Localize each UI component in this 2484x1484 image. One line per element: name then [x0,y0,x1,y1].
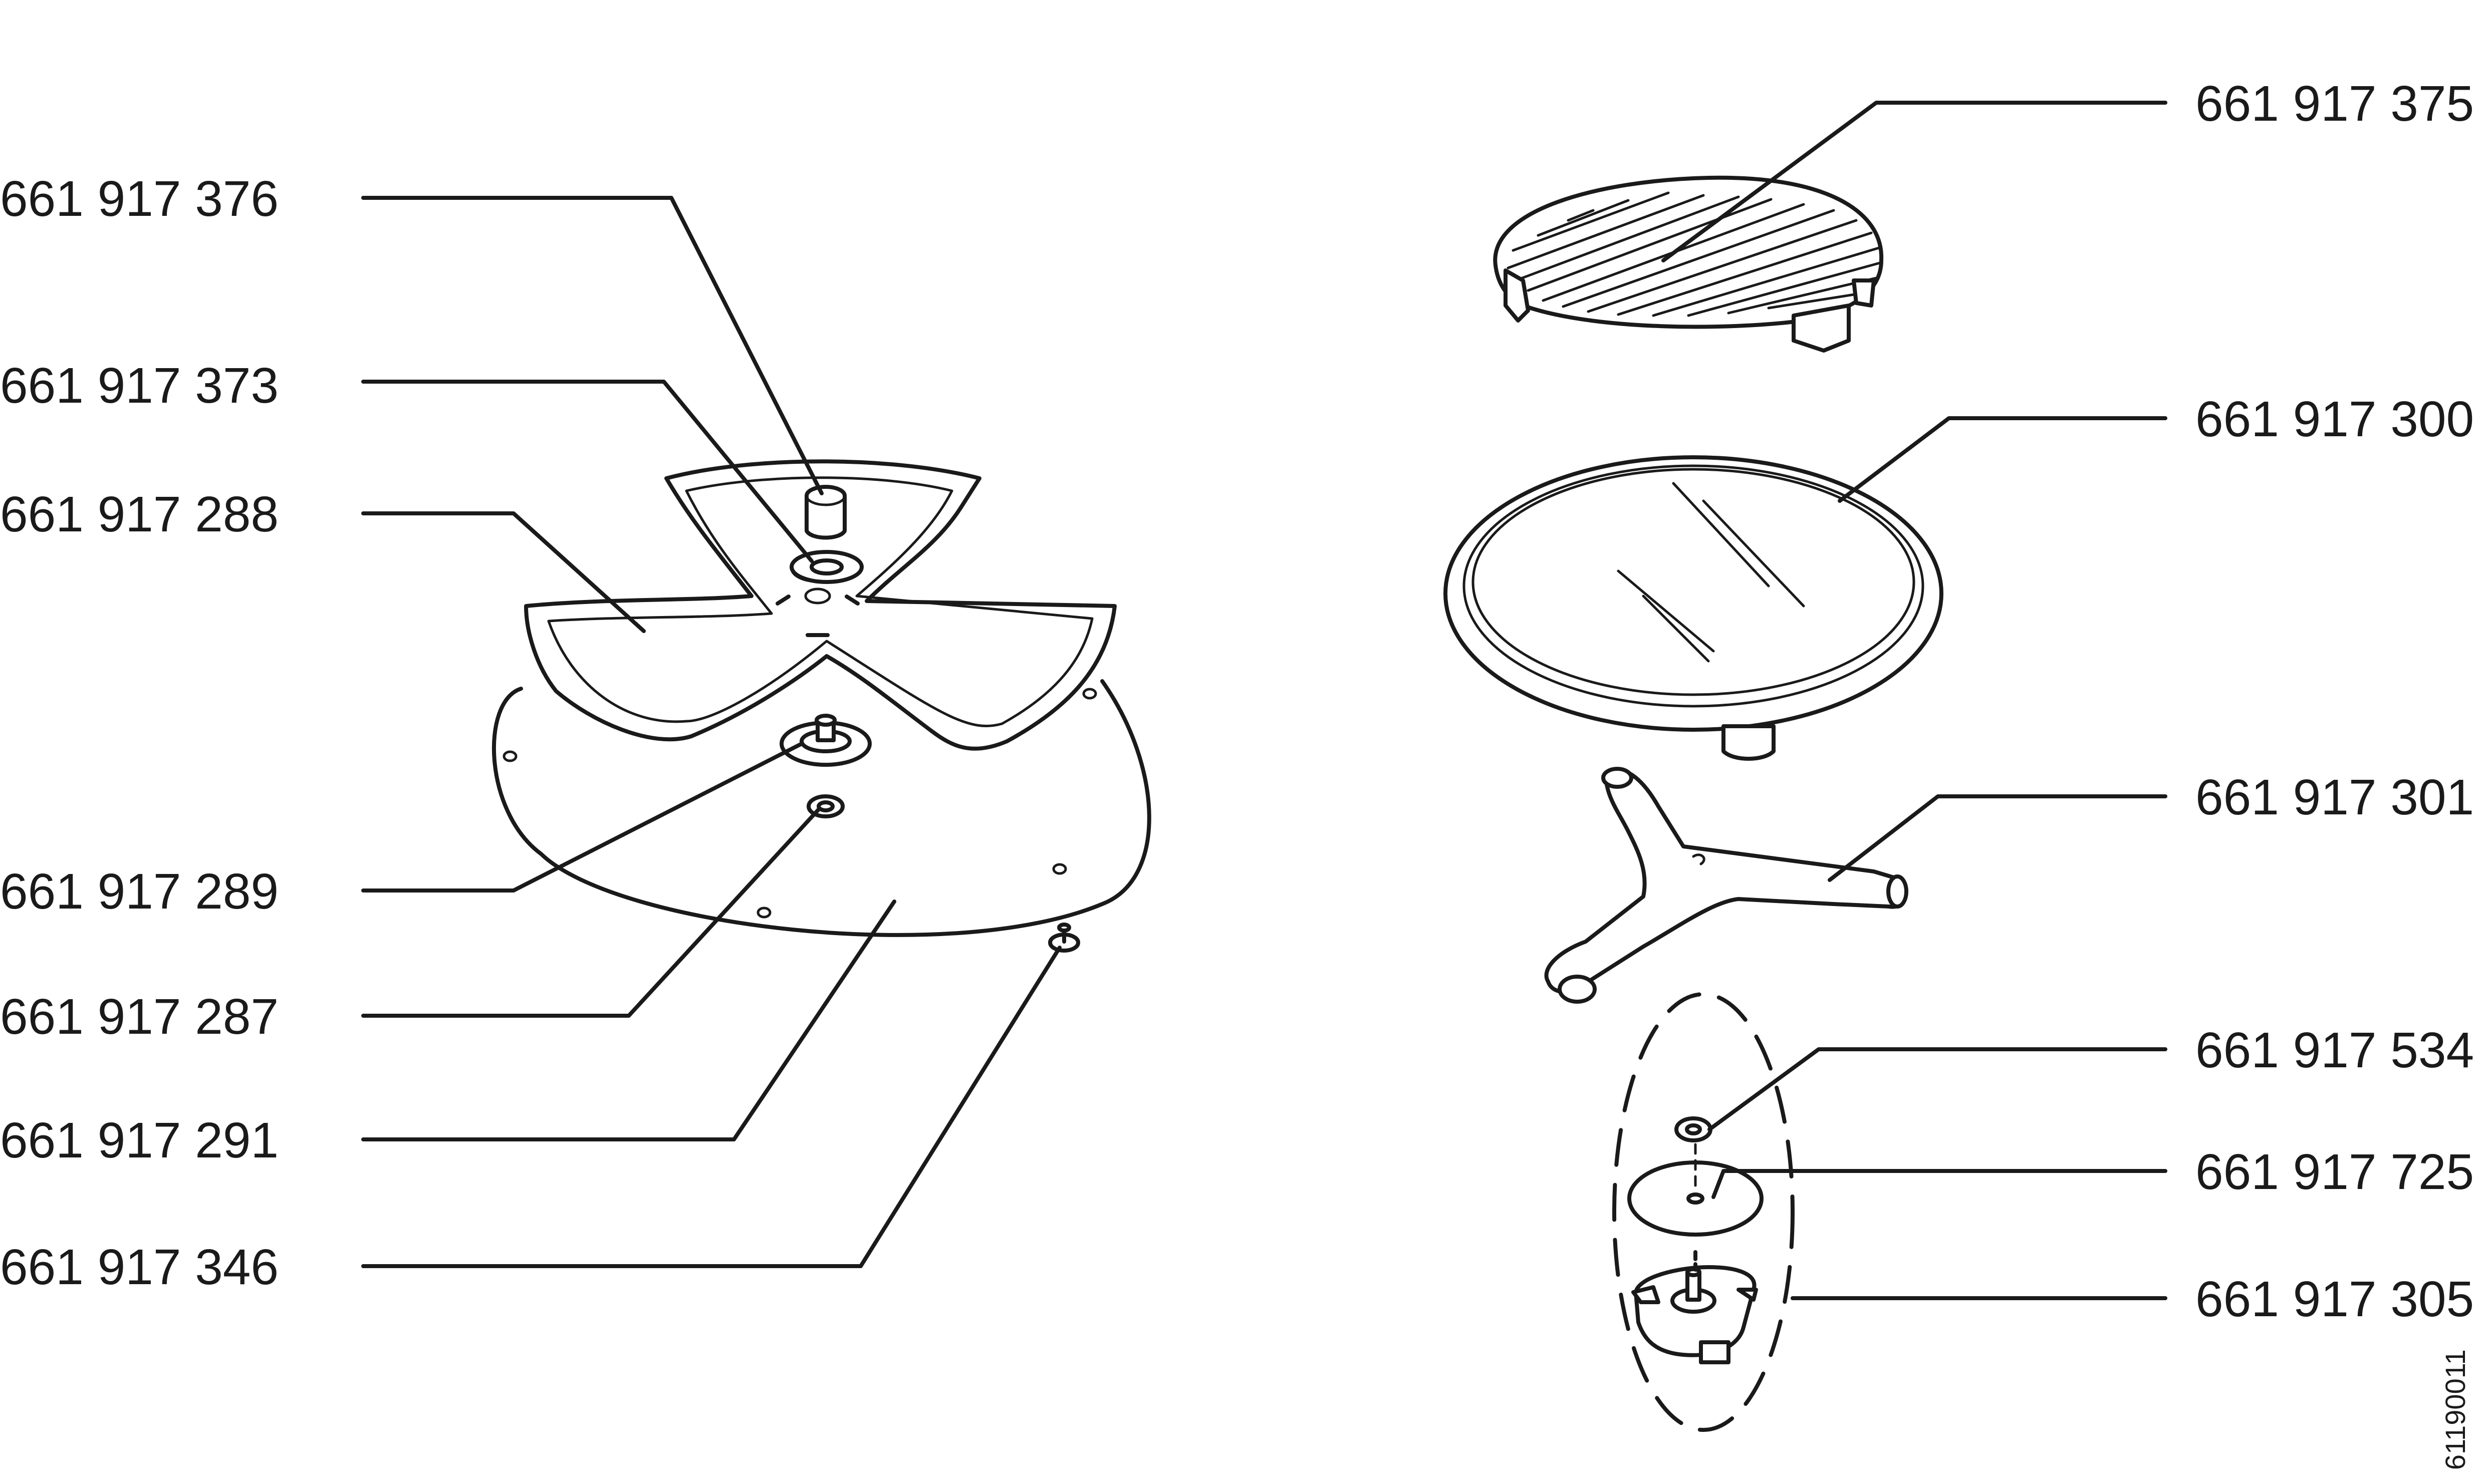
turntable-motor [1631,1250,1758,1364]
part-code-label: 661 917 725 [2195,1144,2474,1200]
hub-drive [780,714,872,767]
spider-bracket [524,459,1117,751]
drawing-code: 61190011 [2439,1349,2471,1470]
part-code-label: 661 917 376 [0,171,279,227]
part-code-label: 661 917 300 [2195,391,2474,447]
part-code-label: 661 917 301 [2195,769,2474,825]
drive-disc [1627,1143,1764,1237]
part-code-label: 661 917 288 [0,486,279,542]
coupling-washer [790,550,864,584]
leader-lines [361,101,2167,1300]
coupling-pin [805,485,847,540]
drive-washer [1674,1116,1712,1142]
turntable-base-plate [491,679,1151,937]
part-code-label: 661 917 373 [0,358,279,414]
glass-turntable [1443,455,1943,761]
part-code-label: 661 917 289 [0,863,279,920]
part-code-label: 661 917 291 [0,1112,279,1168]
motor-group-outline [1612,992,1795,1432]
grill-rack [1493,175,1884,353]
part-code-label: 661 917 534 [2195,1022,2474,1078]
roller-ring [1544,767,1908,1004]
foot-screw [1048,923,1080,953]
part-code-label: 661 917 375 [2195,76,2474,132]
part-code-label: 661 917 305 [2195,1271,2474,1327]
part-code-label: 661 917 346 [0,1239,279,1295]
part-code-label: 661 917 287 [0,989,279,1045]
